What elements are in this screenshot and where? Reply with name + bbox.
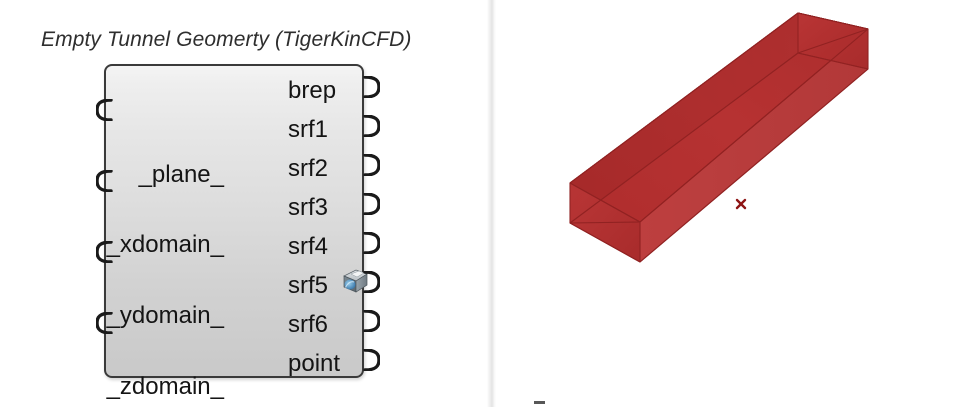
input-label-ydomain[interactable]: _ydomain_ bbox=[106, 302, 224, 329]
input-port-xdomain[interactable] bbox=[96, 170, 113, 192]
input-label-zdomain[interactable]: _zdomain_ bbox=[106, 373, 224, 400]
input-label-xdomain[interactable]: _xdomain_ bbox=[106, 231, 224, 258]
output-port-srf5[interactable] bbox=[363, 271, 380, 293]
output-port-srf3[interactable] bbox=[363, 193, 380, 215]
output-port-brep[interactable] bbox=[363, 76, 380, 98]
origin-point-marker bbox=[735, 198, 747, 210]
input-label-plane[interactable]: _plane_ bbox=[138, 161, 224, 188]
output-label-point[interactable]: point bbox=[288, 350, 341, 377]
output-label-srf6[interactable]: srf6 bbox=[288, 311, 329, 338]
input-port-zdomain[interactable] bbox=[96, 312, 113, 334]
tunnel-brep[interactable] bbox=[496, 0, 971, 407]
tunnel-box-icon bbox=[339, 265, 371, 297]
output-port-point[interactable] bbox=[363, 349, 380, 371]
grasshopper-component[interactable]: _plane_ _xdomain_ _ydomain_ _zdomain_ br… bbox=[104, 64, 368, 399]
component-title: Empty Tunnel Geomerty (TigerKinCFD) bbox=[41, 28, 412, 51]
viewport-scale-dash bbox=[534, 401, 545, 404]
grasshopper-canvas[interactable]: Empty Tunnel Geomerty (TigerKinCFD) _pla… bbox=[0, 0, 490, 407]
output-label-srf4[interactable]: srf4 bbox=[288, 233, 329, 260]
rhino-viewport[interactable] bbox=[496, 0, 971, 407]
output-label-srf1[interactable]: srf1 bbox=[288, 116, 329, 143]
output-label-srf5[interactable]: srf5 bbox=[288, 272, 329, 299]
output-label-srf3[interactable]: srf3 bbox=[288, 194, 329, 221]
output-label-srf2[interactable]: srf2 bbox=[288, 155, 329, 182]
output-port-srf1[interactable] bbox=[363, 115, 380, 137]
component-body: _plane_ _xdomain_ _ydomain_ _zdomain_ br… bbox=[106, 66, 368, 399]
input-port-ydomain[interactable] bbox=[96, 241, 113, 263]
output-port-srf6[interactable] bbox=[363, 310, 380, 332]
output-port-srf4[interactable] bbox=[363, 232, 380, 254]
input-port-plane[interactable] bbox=[96, 99, 113, 121]
output-port-srf2[interactable] bbox=[363, 154, 380, 176]
output-label-brep[interactable]: brep bbox=[288, 77, 337, 104]
panel-divider bbox=[487, 0, 496, 407]
